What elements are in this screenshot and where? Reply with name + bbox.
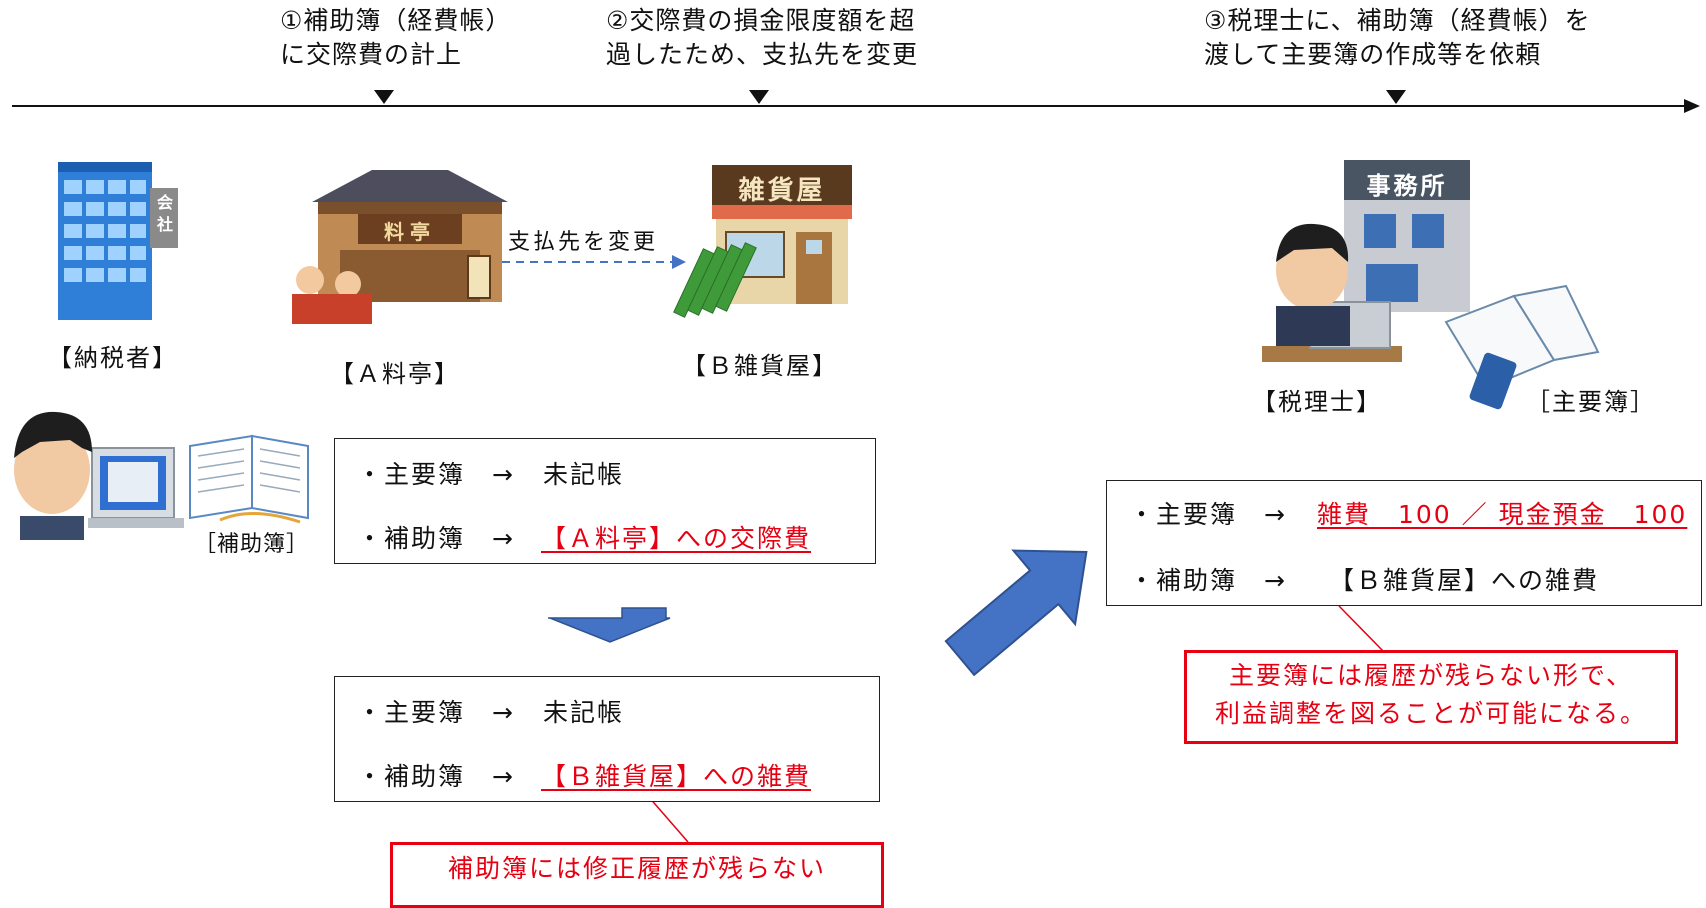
diagonal-arrow xyxy=(944,549,1088,677)
timeline-marker-3 xyxy=(1386,90,1406,104)
a-ryotei-label: 【Ａ料亭】 xyxy=(330,360,460,388)
timeline-marker-1 xyxy=(374,90,394,104)
main-book-row-value: 未記帳 xyxy=(543,698,625,727)
payee-change-arrowhead xyxy=(672,255,686,269)
taxpayer-person-icon xyxy=(14,411,184,540)
timeline-step-3: ③税理士に、補助簿（経費帳）を 渡して主要簿の作成等を依頼 xyxy=(1204,6,1591,69)
callout-sub-book-note: 補助簿には修正履歴が残らない xyxy=(390,842,884,908)
sub-book-row-value: 【Ａ料亭】への交際費 xyxy=(541,524,812,553)
ledger-box-before: ・主要簿 → 未記帳 ・補助簿 → 【Ａ料亭】への交際費 xyxy=(334,438,876,564)
sub-book-row-label: ・補助簿 → xyxy=(357,762,515,791)
sub-book-row-label: ・補助簿 → xyxy=(357,524,515,553)
ledger-box-after: ・主要簿 → 未記帳 ・補助簿 → 【Ｂ雑貨屋】への雑費 xyxy=(334,676,880,802)
down-arrow xyxy=(548,607,671,643)
callout-leader-left xyxy=(647,795,689,843)
office-sign: 事務所 xyxy=(1366,172,1448,200)
ryotei-restaurant-icon xyxy=(292,170,508,324)
payee-change-label: 支払先を変更 xyxy=(508,230,659,255)
company-building-icon xyxy=(58,162,178,320)
main-book-row-label: ・主要簿 → xyxy=(357,698,515,727)
timeline-step-1: ①補助簿（経費帳） に交際費の計上 xyxy=(280,6,512,69)
main-book-label: ［主要簿］ xyxy=(1526,388,1656,416)
timeline-arrowhead xyxy=(1684,99,1700,113)
ledger-box-right: ・主要簿 → 雑費 100 ／ 現金預金 100 ・補助簿 → 【Ｂ雑貨屋】への… xyxy=(1106,480,1702,606)
timeline-marker-2 xyxy=(749,90,769,104)
main-book-row-value: 未記帳 xyxy=(543,460,625,489)
zakkaya-sign: 雑貨屋 xyxy=(738,176,826,206)
company-sign: 会 社 xyxy=(156,193,173,234)
taxpayer-label: 【納税者】 xyxy=(48,344,178,372)
b-zakkaya-label: 【Ｂ雑貨屋】 xyxy=(682,352,838,380)
zakkaya-store-icon xyxy=(673,165,852,318)
main-book-row-label: ・主要簿 → xyxy=(1129,500,1287,529)
tax-accountant-label: 【税理士】 xyxy=(1252,388,1382,416)
main-book-row-label: ・主要簿 → xyxy=(357,460,515,489)
sub-book-row-label: ・補助簿 → xyxy=(1129,566,1287,595)
sub-book-row-value: 【Ｂ雑貨屋】への雑費 xyxy=(541,762,812,791)
sub-book-icon xyxy=(189,434,309,524)
timeline-step-2: ②交際費の損金限度額を超 過したため、支払先を変更 xyxy=(606,6,919,69)
office-building-icon xyxy=(1344,160,1470,312)
main-book-row-value: 雑費 100 ／ 現金預金 100 xyxy=(1317,500,1688,529)
sub-book-label: ［補助簿］ xyxy=(194,532,310,557)
main-book-icon xyxy=(1444,284,1600,410)
tax-accountant-person-icon xyxy=(1262,223,1402,362)
ryotei-sign: 料亭 xyxy=(384,220,436,244)
sub-book-row-value: 【Ｂ雑貨屋】への雑費 xyxy=(1329,566,1600,595)
callout-main-book-note: 主要簿には履歴が残らない形で、 利益調整を図ることが可能になる。 xyxy=(1184,650,1678,744)
callout-leader-right xyxy=(1338,605,1385,653)
